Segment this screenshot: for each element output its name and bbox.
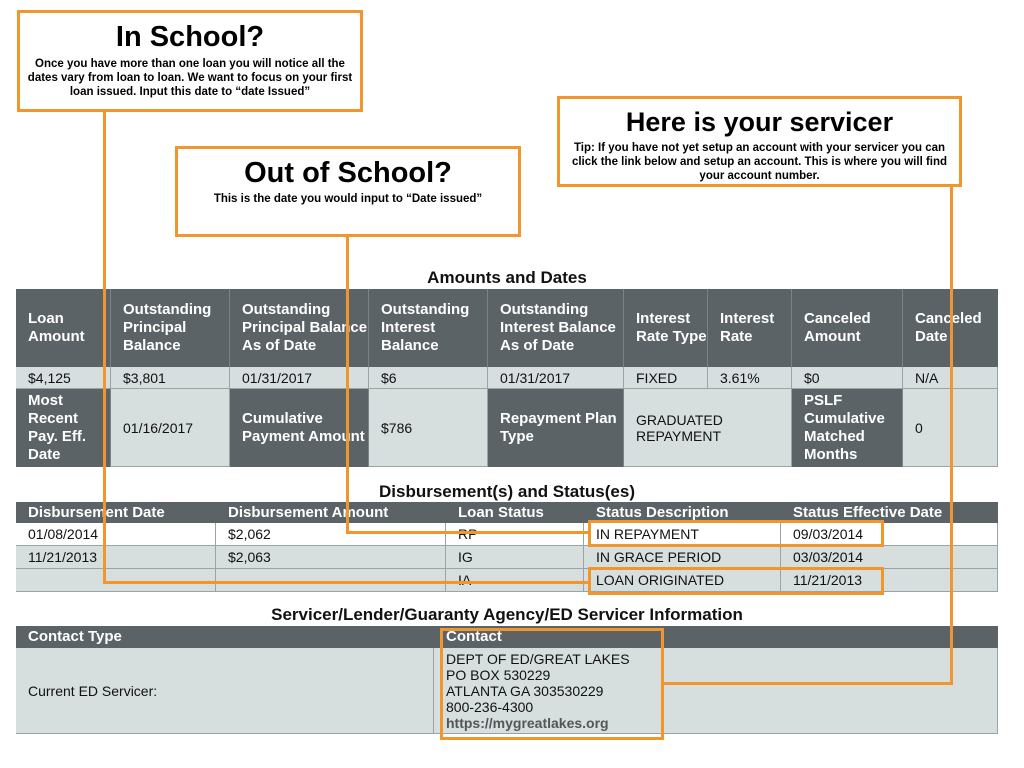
- disb-row-3-date: [16, 569, 216, 592]
- servicer-link[interactable]: https://mygreatlakes.org: [446, 714, 609, 731]
- cell-outstanding-principal: $3,801: [111, 367, 230, 389]
- connector-out-school-vertical: [346, 236, 349, 534]
- disb-row-3-effective-date: 11/21/2013: [781, 569, 998, 592]
- cell-interest-rate: 3.61%: [708, 367, 792, 389]
- disb-row-1-date: 01/08/2014: [16, 523, 216, 546]
- cell-outstanding-interest: $6: [369, 367, 488, 389]
- disb-row-2-status: IG: [446, 546, 584, 569]
- disb-row-3-status: IA: [446, 569, 584, 592]
- callout-in-school: In School? Once you have more than one l…: [17, 10, 363, 112]
- contact-line-name: DEPT OF ED/GREAT LAKES: [446, 650, 630, 667]
- callout-in-school-title: In School?: [115, 21, 265, 53]
- highlight-loan-originated: [588, 567, 884, 595]
- col-loan-status: Loan Status: [446, 502, 584, 523]
- label-pslf-months: PSLF Cumulative Matched Months: [792, 389, 903, 467]
- cell-loan-amount: $4,125: [16, 367, 111, 389]
- col-canceled-amount: Canceled Amount: [792, 289, 903, 367]
- col-interest-rate: Interest Rate: [708, 289, 792, 367]
- callout-out-of-school: Out of School? This is the date you woul…: [175, 146, 521, 237]
- label-cumulative-payment: Cumulative Payment Amount: [230, 389, 369, 467]
- label-most-recent-pay: Most Recent Pay. Eff. Date: [16, 389, 111, 467]
- cell-principal-as-of: 01/31/2017: [230, 367, 369, 389]
- col-outstanding-principal: Outstanding Principal Balance: [111, 289, 230, 367]
- contact-line-city: ATLANTA GA 303530229: [446, 682, 604, 699]
- highlight-in-repayment: [588, 520, 884, 547]
- servicer-section-title: Servicer/Lender/Guaranty Agency/ED Servi…: [271, 605, 743, 624]
- cell-interest-as-of: 01/31/2017: [488, 367, 624, 389]
- cell-most-recent-pay: 01/16/2017: [111, 389, 230, 467]
- disb-row-2-date: 11/21/2013: [16, 546, 216, 569]
- callout-servicer-title: Here is your servicer: [625, 107, 894, 137]
- col-interest-rate-type: Interest Rate Type: [624, 289, 708, 367]
- disb-row-3-description: LOAN ORIGINATED: [584, 569, 781, 592]
- disb-row-2-effective-date: 03/03/2014: [781, 546, 998, 569]
- connector-servicer-horizontal: [663, 682, 953, 685]
- callout-servicer: Here is your servicer Tip: If you have n…: [557, 96, 962, 187]
- col-contact-type: Contact Type: [16, 626, 434, 648]
- col-principal-as-of: Outstanding Principal Balance As of Date: [230, 289, 369, 367]
- callout-in-school-body: Once you have more than one loan you wil…: [27, 58, 353, 98]
- disb-row-3-amount: [216, 569, 446, 592]
- col-disbursement-date: Disbursement Date: [16, 502, 216, 523]
- disb-row-1-effective-date: 09/03/2014: [781, 523, 998, 546]
- cell-contact: DEPT OF ED/GREAT LAKES PO BOX 530229 ATL…: [434, 648, 998, 734]
- col-loan-amount: Loan Amount: [16, 289, 111, 367]
- callout-servicer-body: Tip: If you have not yet setup an accoun…: [571, 142, 948, 182]
- col-status-effective-date: Status Effective Date: [781, 502, 998, 523]
- cell-interest-rate-type: FIXED: [624, 367, 708, 389]
- col-status-description: Status Description: [584, 502, 781, 523]
- contact-line-pobox: PO BOX 530229: [446, 666, 551, 683]
- connector-servicer-vertical: [950, 186, 953, 685]
- label-repayment-plan: Repayment Plan Type: [488, 389, 624, 467]
- cell-cumulative-payment: $786: [369, 389, 488, 467]
- connector-in-school-vertical: [103, 111, 106, 584]
- disb-row-2-amount: $2,063: [216, 546, 446, 569]
- cell-canceled-amount: $0: [792, 367, 903, 389]
- disbursements-section-title: Disbursement(s) and Status(es): [379, 482, 635, 501]
- connector-out-school-horizontal: [346, 531, 589, 534]
- amounts-section-title: Amounts and Dates: [427, 268, 587, 287]
- col-contact: Contact: [434, 626, 998, 648]
- connector-in-school-horizontal: [103, 581, 589, 584]
- disb-row-1-amount: $2,062: [216, 523, 446, 546]
- disb-row-2-description: IN GRACE PERIOD: [584, 546, 781, 569]
- callout-out-of-school-body: This is the date you would input to “Dat…: [213, 193, 483, 205]
- col-disbursement-amount: Disbursement Amount: [216, 502, 446, 523]
- cell-contact-type: Current ED Servicer:: [16, 648, 434, 734]
- col-outstanding-interest: Outstanding Interest Balance: [369, 289, 488, 367]
- disb-row-1-status: RP: [446, 523, 584, 546]
- col-interest-as-of: Outstanding Interest Balance As of Date: [488, 289, 624, 367]
- cell-repayment-plan: GRADUATED REPAYMENT: [624, 389, 792, 467]
- callout-out-of-school-title: Out of School?: [244, 157, 452, 189]
- highlight-servicer-contact: [440, 628, 664, 740]
- contact-line-phone: 800-236-4300: [446, 698, 534, 715]
